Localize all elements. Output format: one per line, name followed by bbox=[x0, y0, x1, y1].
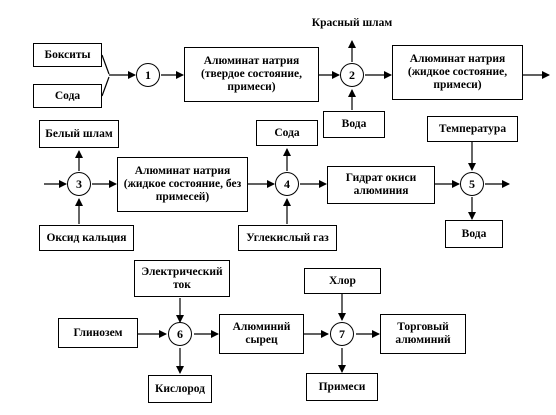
node-1: 1 bbox=[136, 63, 160, 87]
box-sodium-aluminate-solid: Алюминат натрия (твердое состояние, прим… bbox=[184, 47, 319, 102]
node-7: 7 bbox=[330, 322, 354, 346]
box-soda-input: Сода bbox=[33, 84, 102, 108]
box-raw-aluminium: Алюминий сырец bbox=[219, 314, 304, 354]
box-electric-current: Электрический ток bbox=[134, 260, 230, 297]
box-impurities: Примеси bbox=[306, 373, 378, 401]
arrow-soda-to-1 bbox=[101, 76, 110, 97]
box-oxygen: Кислород bbox=[148, 375, 212, 403]
label-red-mud: Красный шлам bbox=[311, 16, 393, 29]
node-2: 2 bbox=[340, 63, 364, 87]
node-3: 3 bbox=[67, 172, 91, 196]
box-soda-output: Сода bbox=[256, 120, 318, 146]
box-bauxite: Бокситы bbox=[33, 43, 102, 67]
box-aluminium-hydroxide: Гидрат окиси алюминия bbox=[327, 166, 435, 204]
box-sodium-aluminate-liquid-pure: Алюминат натрия (жидкое состояние, без п… bbox=[117, 157, 248, 212]
box-water-input: Вода bbox=[323, 111, 385, 138]
box-water-output: Вода bbox=[445, 220, 503, 248]
node-4: 4 bbox=[275, 172, 299, 196]
arrow-bauxite-to-1 bbox=[101, 54, 110, 75]
box-calcium-oxide: Оксид кальция bbox=[39, 225, 134, 251]
box-alumina: Глинозем bbox=[58, 318, 138, 348]
node-6: 6 bbox=[168, 322, 192, 346]
box-chlorine: Хлор bbox=[304, 268, 381, 294]
box-sodium-aluminate-liquid-impure: Алюминат натрия (жидкое состояние, приме… bbox=[392, 45, 523, 100]
box-carbon-dioxide: Углекислый газ bbox=[238, 225, 337, 251]
box-commercial-aluminium: Торговый алюминий bbox=[380, 314, 466, 354]
box-temperature: Температура bbox=[427, 116, 518, 142]
box-white-mud: Белый шлам bbox=[39, 120, 119, 148]
node-5: 5 bbox=[460, 172, 484, 196]
